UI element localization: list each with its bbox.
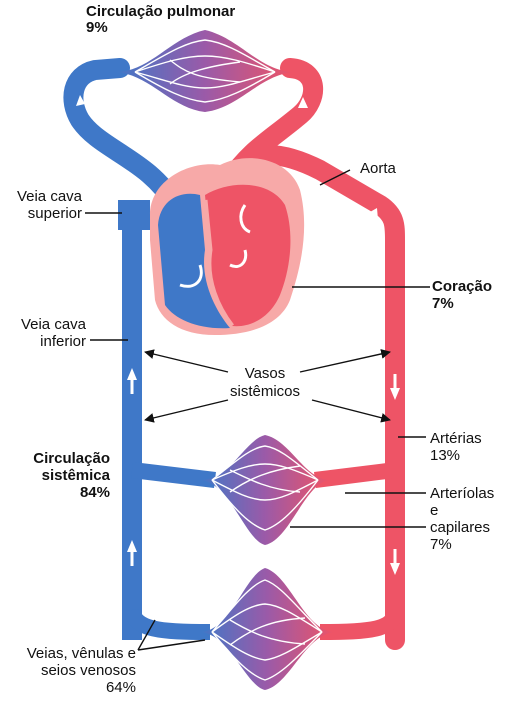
pulmonary-artery-vessel bbox=[63, 58, 185, 215]
pulmonary-capillary-bed bbox=[115, 30, 295, 112]
flow-arrow-arterial-2 bbox=[390, 563, 400, 575]
veins-label-2: seios venosos bbox=[40, 662, 136, 679]
arteries-percent: 13% bbox=[430, 447, 461, 464]
leader-vessels-1 bbox=[144, 349, 229, 373]
leader-aorta bbox=[319, 169, 351, 186]
flow-arrow-venous-1 bbox=[127, 368, 137, 380]
veins-label-1: Veias, vênulas e bbox=[26, 645, 136, 662]
right-heart bbox=[158, 193, 230, 329]
arterioles-label-3: capilares bbox=[430, 519, 491, 536]
systemic-circuit bbox=[118, 145, 405, 690]
arteries-label: Artérias bbox=[430, 430, 482, 447]
flow-arrow-pulm-left bbox=[76, 95, 85, 106]
pulmonary-circulation-title: Circulação pulmonar bbox=[86, 3, 236, 20]
systemic-circulation-label-2: sistêmica bbox=[41, 467, 110, 484]
left-heart bbox=[205, 184, 291, 327]
flow-arrow-venous-2 bbox=[127, 540, 137, 552]
arterioles-label-1: Arteríolas bbox=[430, 485, 495, 502]
flow-arrow-pulm-right bbox=[298, 97, 308, 108]
vc-superior-label-1: Veia cava bbox=[16, 188, 82, 205]
systemic-vessels-label-2: sistêmicos bbox=[229, 383, 300, 400]
vc-inferior-label-1: Veia cava bbox=[20, 316, 86, 333]
systemic-capillary-bed-upper bbox=[200, 435, 330, 545]
heart-flow-arrow-top bbox=[239, 204, 251, 234]
aorta-label: Aorta bbox=[360, 160, 396, 177]
aorta-vessel bbox=[230, 145, 405, 650]
vc-superior-label-2: superior bbox=[27, 205, 82, 222]
flow-arrows bbox=[76, 95, 400, 575]
systemic-capillary-bed-lower bbox=[200, 568, 335, 690]
flow-arrow-arterial-1 bbox=[390, 388, 400, 400]
leader-lines bbox=[85, 169, 430, 651]
veins-percent: 64% bbox=[105, 679, 136, 696]
leader-vessels-4 bbox=[311, 399, 391, 423]
arterioles-label-2: e bbox=[430, 502, 439, 519]
heart-flow-arrow-right bbox=[179, 264, 203, 288]
superior-vena-cava-top bbox=[118, 200, 150, 230]
flow-arrow-aorta bbox=[370, 208, 378, 220]
heart-label: Coração bbox=[432, 278, 493, 295]
heart-percent: 7% bbox=[432, 295, 454, 312]
systemic-circulation-label-1: Circulação bbox=[33, 450, 110, 467]
pulmonary-circulation-percent: 9% bbox=[86, 19, 108, 36]
systemic-circulation-percent: 84% bbox=[79, 484, 110, 501]
arterioles-percent: 7% bbox=[430, 536, 452, 553]
heart-flow-arrow-left bbox=[229, 249, 248, 268]
leader-veins bbox=[137, 619, 206, 651]
leader-vessels-3 bbox=[144, 399, 229, 423]
systemic-vessels-label-1: Vasos bbox=[244, 365, 286, 382]
vc-inferior-label-2: inferior bbox=[40, 333, 86, 350]
septum bbox=[202, 199, 234, 328]
leader-vessels-2 bbox=[299, 349, 391, 373]
heart bbox=[150, 158, 305, 335]
